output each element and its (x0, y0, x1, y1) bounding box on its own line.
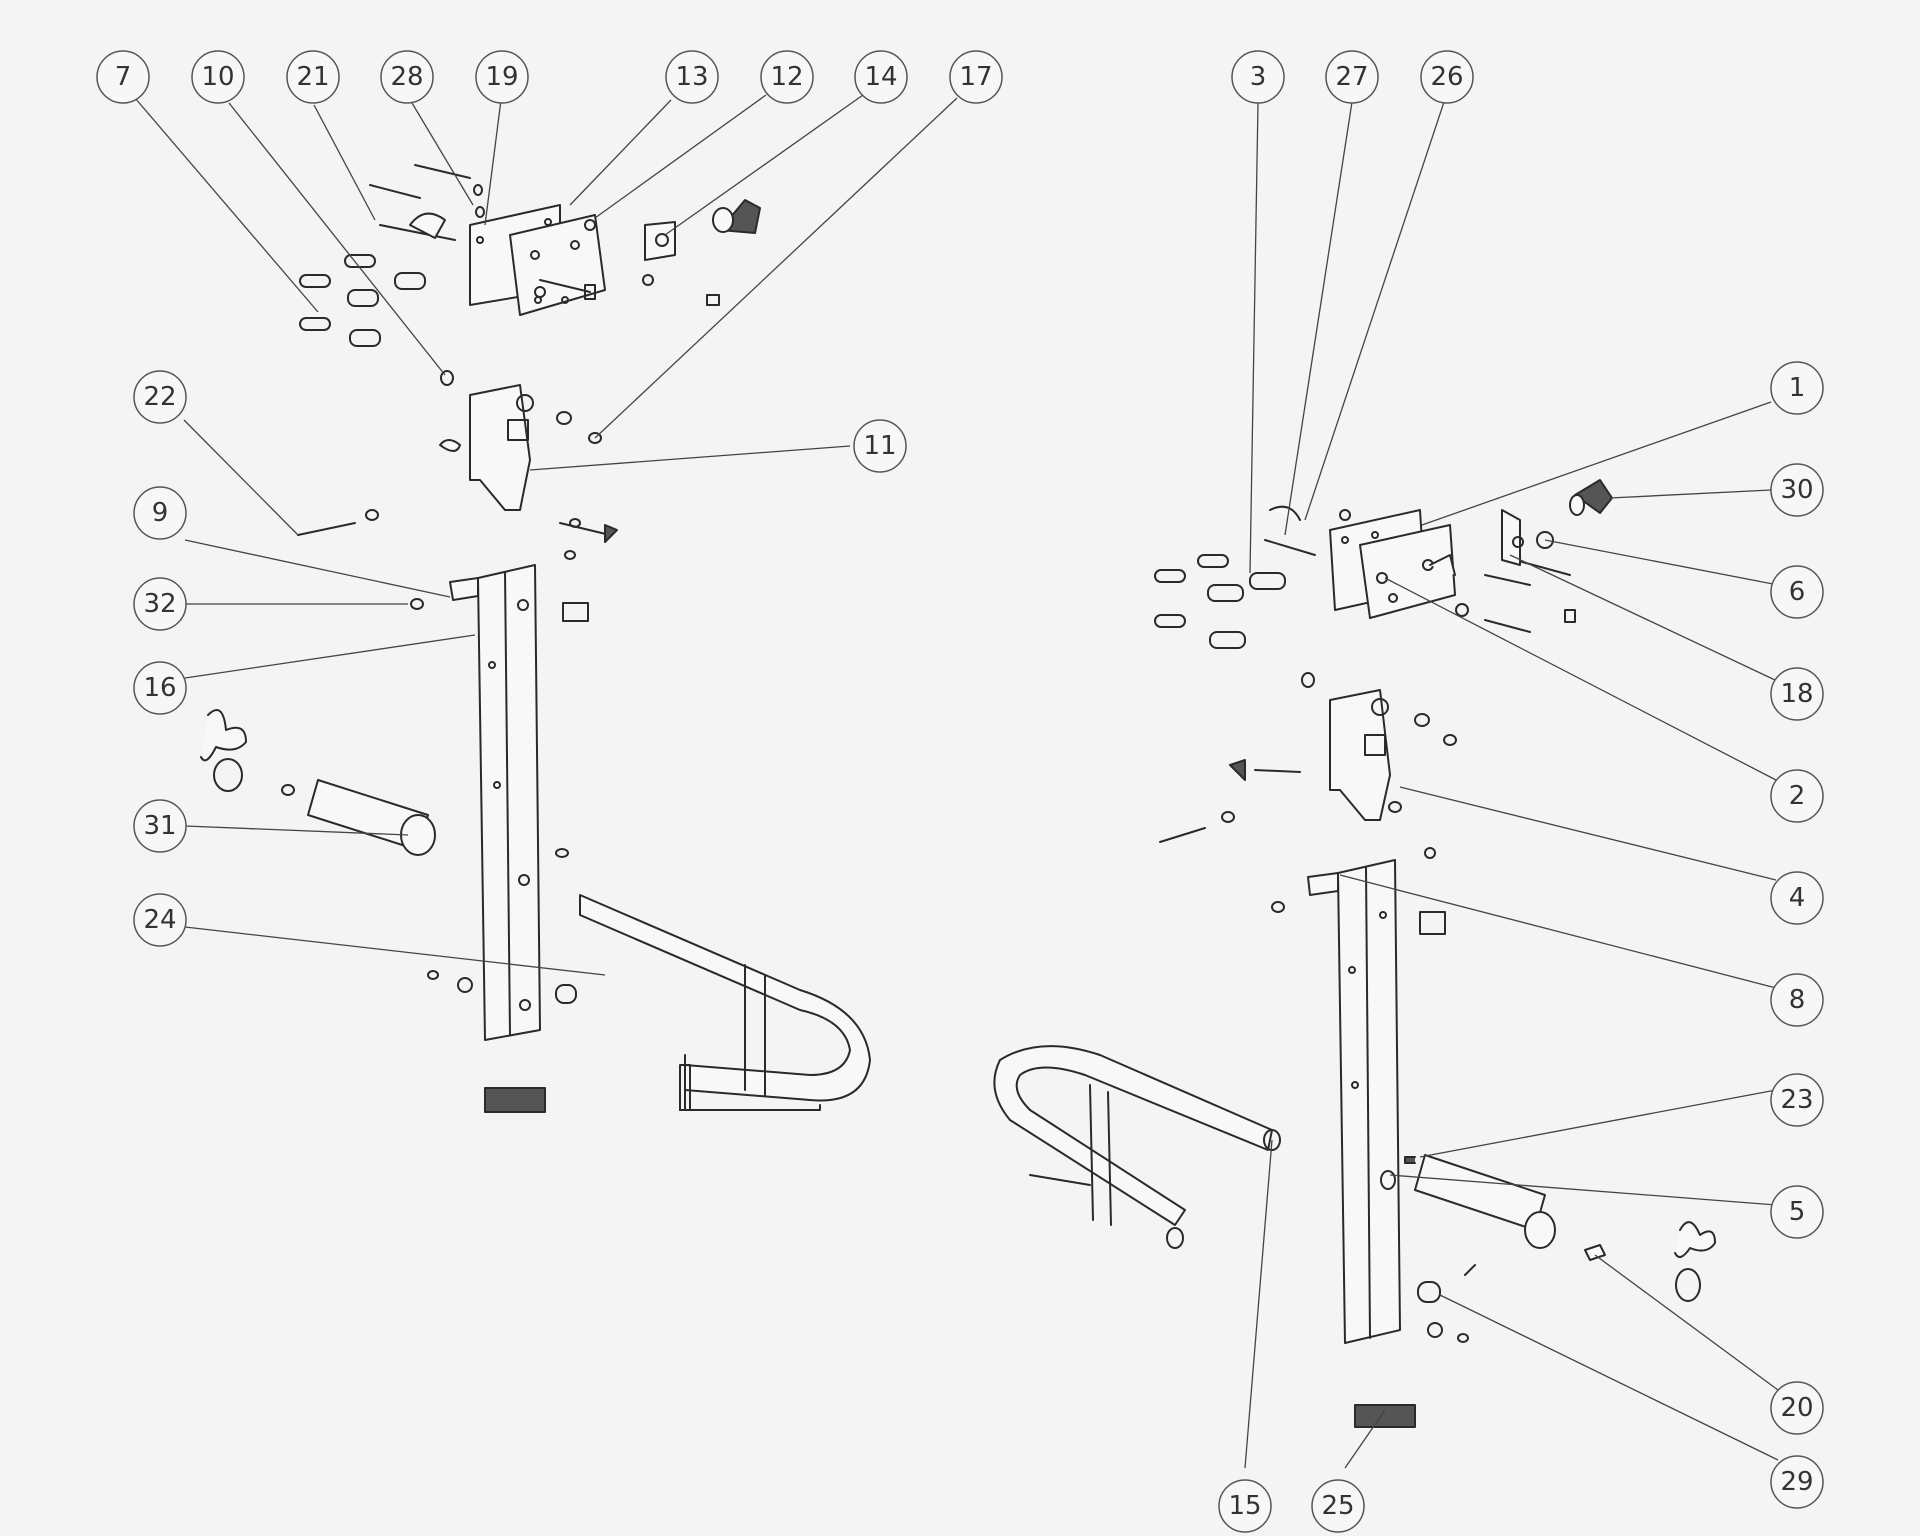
svg-text:26: 26 (1430, 62, 1463, 92)
part-balloon: 14 (854, 50, 908, 104)
svg-text:19: 19 (485, 62, 518, 92)
right-guard-rail (993, 1045, 1281, 1249)
svg-text:29: 29 (1780, 1467, 1813, 1497)
svg-text:16: 16 (143, 673, 176, 703)
part-balloon: 13 (665, 50, 719, 104)
part-balloon: 24 (133, 893, 187, 947)
svg-text:1: 1 (1789, 373, 1806, 403)
part-balloon: 2 (1770, 769, 1824, 823)
svg-text:20: 20 (1780, 1393, 1813, 1423)
svg-text:17: 17 (959, 62, 992, 92)
svg-text:25: 25 (1321, 1491, 1354, 1521)
svg-text:3: 3 (1250, 62, 1267, 92)
part-balloon: 21 (286, 50, 340, 104)
part-balloon: 8 (1770, 973, 1824, 1027)
part-balloon: 1 (1770, 361, 1824, 415)
right-bolts-and-pins (1154, 554, 1576, 688)
svg-text:18: 18 (1780, 679, 1813, 709)
part-balloon: 32 (133, 577, 187, 631)
part-balloon: 18 (1770, 667, 1824, 721)
svg-text:9: 9 (152, 498, 169, 528)
svg-text:15: 15 (1228, 1491, 1261, 1521)
part-balloon: 19 (475, 50, 529, 104)
part-balloon: 31 (133, 799, 187, 853)
part-balloon: 7 (96, 50, 150, 104)
part-balloon: 25 (1311, 1479, 1365, 1533)
part-balloon: 30 (1770, 463, 1824, 517)
right-clamp-block (1159, 689, 1457, 913)
left-spindle-and-clip (200, 709, 436, 856)
leader-lines (134, 94, 1779, 1469)
part-balloon: 9 (133, 486, 187, 540)
left-knob-and-bracket (642, 199, 761, 306)
svg-text:21: 21 (296, 62, 329, 92)
part-balloon: 11 (853, 419, 907, 473)
left-upright-tube (410, 564, 589, 1113)
svg-text:23: 23 (1780, 1085, 1813, 1115)
part-balloons: 7 10 21 28 19 13 12 14 17 22 9 32 16 31 … (96, 50, 1824, 1533)
left-guard-rail (579, 894, 871, 1111)
svg-text:27: 27 (1335, 62, 1368, 92)
svg-text:11: 11 (863, 431, 896, 461)
part-balloon: 15 (1218, 1479, 1272, 1533)
svg-text:24: 24 (143, 905, 176, 935)
part-balloon: 28 (380, 50, 434, 104)
part-balloon: 20 (1770, 1381, 1824, 1435)
svg-text:10: 10 (201, 62, 234, 92)
part-balloon: 29 (1770, 1455, 1824, 1509)
part-balloon: 16 (133, 661, 187, 715)
svg-text:6: 6 (1789, 577, 1806, 607)
part-balloon: 26 (1420, 50, 1474, 104)
left-top-plate-assembly (469, 204, 606, 316)
svg-text:28: 28 (390, 62, 423, 92)
svg-text:22: 22 (143, 382, 176, 412)
part-balloon: 17 (949, 50, 1003, 104)
svg-text:14: 14 (864, 62, 897, 92)
part-balloon: 27 (1325, 50, 1379, 104)
svg-text:12: 12 (770, 62, 803, 92)
svg-text:2: 2 (1789, 781, 1806, 811)
svg-text:4: 4 (1789, 883, 1806, 913)
right-knob-and-bracket (1501, 479, 1613, 566)
part-balloon: 23 (1770, 1073, 1824, 1127)
part-balloon: 4 (1770, 871, 1824, 925)
left-clamp-block (297, 384, 618, 560)
svg-text:13: 13 (675, 62, 708, 92)
part-balloon: 22 (133, 370, 187, 424)
part-balloon: 12 (760, 50, 814, 104)
svg-text:8: 8 (1789, 985, 1806, 1015)
right-spring-clip (1674, 1221, 1716, 1302)
svg-text:31: 31 (143, 811, 176, 841)
right-top-plate-assembly (1264, 505, 1456, 619)
part-balloon: 3 (1231, 50, 1285, 104)
part-balloon: 6 (1770, 565, 1824, 619)
svg-text:32: 32 (143, 589, 176, 619)
svg-text:30: 30 (1780, 475, 1813, 505)
svg-text:7: 7 (115, 62, 132, 92)
part-balloon: 10 (191, 50, 245, 104)
part-balloon: 5 (1770, 1185, 1824, 1239)
svg-text:5: 5 (1789, 1197, 1806, 1227)
right-upright-tube (1307, 859, 1606, 1428)
